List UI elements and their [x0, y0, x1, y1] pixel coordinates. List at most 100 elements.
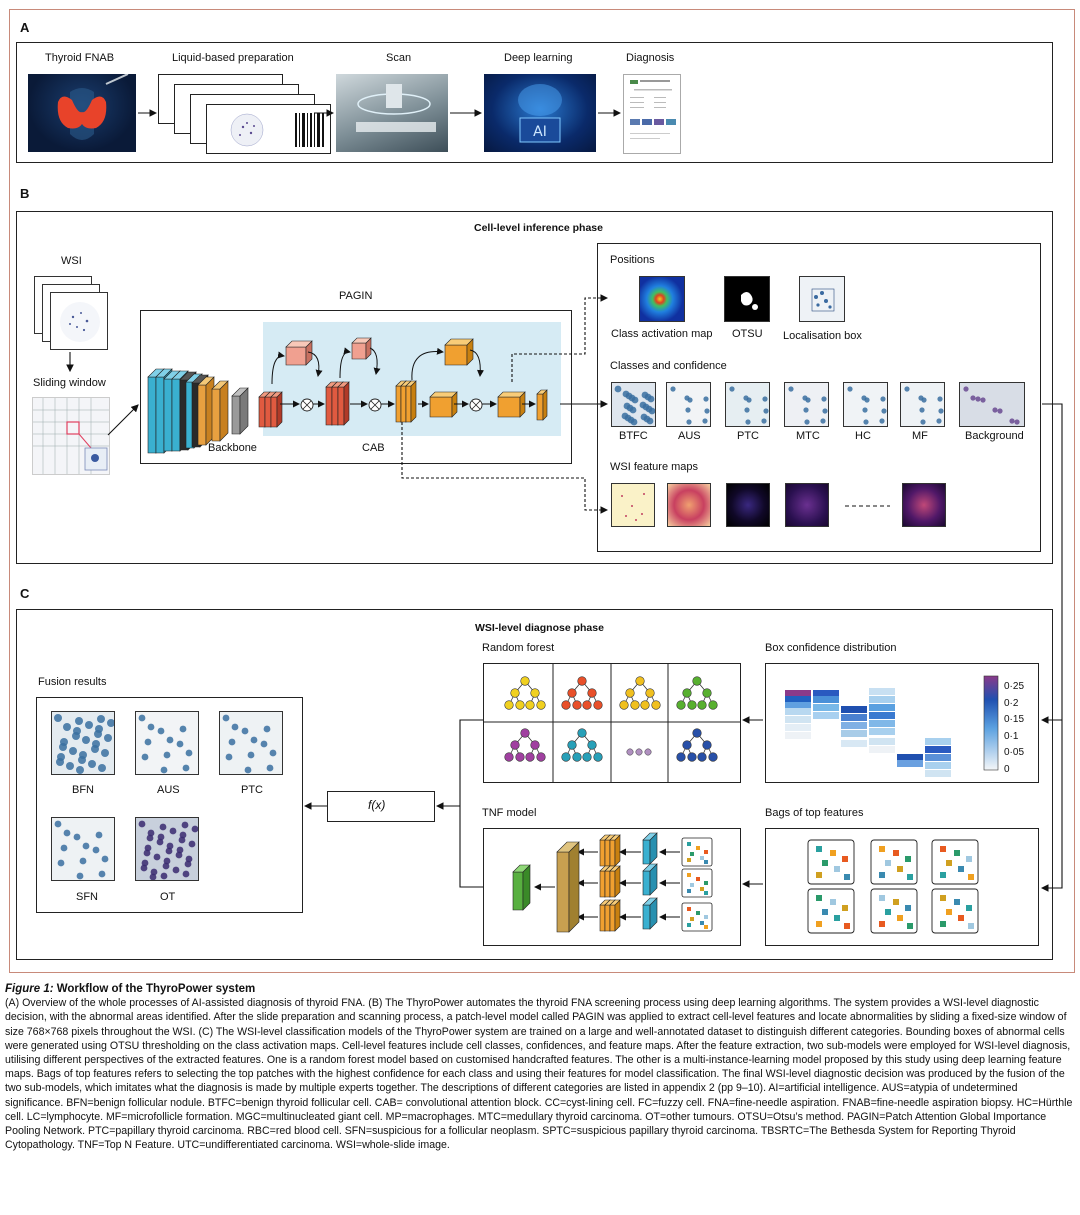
- conf-cell-27: [925, 746, 951, 753]
- class-tile-mf: [900, 382, 945, 427]
- tree-2-node-2: [645, 688, 655, 698]
- network-graphics: [147, 337, 999, 934]
- random-forest-label: Random forest: [482, 642, 555, 654]
- cab-red-block-1-2: [337, 381, 350, 426]
- bag-5-feat-2: [966, 905, 972, 911]
- feature-map-1: [611, 483, 655, 527]
- conf-cell-29: [925, 762, 951, 769]
- tnf-input-1-feat-2: [704, 881, 708, 885]
- bag-3-feat-3: [822, 909, 828, 915]
- tnf-input-2-feat-5: [687, 923, 691, 927]
- bag-5-feat-4: [958, 915, 964, 921]
- bag-1-feat-1: [893, 850, 899, 856]
- tree-4-node-2: [530, 740, 540, 750]
- colorbar-tick-3: 0·1: [1004, 730, 1019, 742]
- tnf-model-box: [483, 828, 741, 946]
- class-label-ptc: PTC: [737, 430, 759, 442]
- fusion-function-label: f(x): [368, 798, 386, 812]
- class-label-mf: MF: [912, 430, 928, 442]
- bag-5-feat-6: [968, 923, 974, 929]
- conf-cell-3: [785, 708, 811, 715]
- class-tile-btfc: [611, 382, 656, 427]
- fusion-label-sfn: SFN: [76, 891, 98, 903]
- tree-0-node-1: [510, 688, 520, 698]
- cab-curve-arrow-0: [271, 351, 285, 385]
- pagin-output: [536, 389, 548, 421]
- step-scan: Scan: [386, 52, 412, 64]
- diagram-overlay: [66, 109, 1063, 934]
- conf-cell-14: [841, 730, 867, 737]
- feature-map-4: [785, 483, 829, 527]
- class-label-aus: AUS: [678, 430, 701, 442]
- tree-1-node-2: [587, 688, 597, 698]
- cab-orange-out: [497, 391, 526, 418]
- tnf-orange-0-2: [609, 834, 621, 867]
- tree-3-node-5: [697, 700, 707, 710]
- bag-2-feat-5: [940, 872, 946, 878]
- tree-4-node-5: [525, 752, 535, 762]
- bag-0-feat-1: [830, 850, 836, 856]
- bag-2-feat-1: [954, 850, 960, 856]
- class-activation-map: [639, 276, 685, 322]
- colorbar-tick-5: 0: [1004, 764, 1010, 775]
- pagin-box: [140, 310, 572, 464]
- slide-front: [206, 104, 331, 154]
- bag-5-feat-5: [940, 921, 946, 927]
- panel-a-letter: A: [20, 20, 30, 35]
- caption-title-block: Figure 1: Workflow of the ThyroPower sys…: [5, 983, 255, 995]
- tnf-blue-2: [642, 897, 658, 930]
- conf-cell-2: [785, 702, 811, 709]
- cab-orange-mid: [429, 391, 458, 418]
- class-label-hc: HC: [855, 430, 871, 442]
- bag-4-feat-2: [905, 905, 911, 911]
- tnf-blue-0: [642, 832, 658, 865]
- tree-0-node-6: [536, 700, 546, 710]
- bag-2-feat-4: [958, 866, 964, 872]
- attention-red-2: [351, 337, 372, 360]
- rf-ellipsis-dot-0: [626, 748, 634, 756]
- conf-cell-26: [925, 738, 951, 745]
- position-item-cam: Class activation map: [611, 328, 713, 340]
- tnf-input-1-feat-3: [690, 883, 694, 887]
- box-confidence-box: [765, 663, 1039, 783]
- tree-2-node-4: [630, 700, 640, 710]
- backbone-label: Backbone: [208, 442, 257, 454]
- ai-chip-illustration: AI: [518, 84, 562, 143]
- tree-3-node-6: [708, 700, 718, 710]
- wsi-sample: [60, 302, 100, 342]
- fusion-label-aus: AUS: [157, 784, 180, 796]
- otsu-map: [724, 276, 770, 322]
- cab-curve-arrow-1: [307, 351, 323, 377]
- diagnosis-report: [623, 74, 681, 154]
- tree-6-node-3: [676, 752, 686, 762]
- bag-4-feat-1: [893, 899, 899, 905]
- box-confidence-label: Box confidence distribution: [765, 642, 897, 654]
- tree-3-node-1: [682, 688, 692, 698]
- tnf-input-1-feat-5: [687, 889, 691, 893]
- class-tile-mtc: [784, 382, 829, 427]
- random-forest-box: [483, 663, 741, 783]
- conf-cell-17: [869, 696, 895, 703]
- backbone-layer-8: [211, 380, 229, 442]
- panel-a-box: [16, 42, 1053, 163]
- bag-1-feat-2: [905, 856, 911, 862]
- tree-6-node-2: [702, 740, 712, 750]
- cab-orange-2: [405, 380, 417, 423]
- conf-cell-18: [869, 704, 895, 711]
- conf-cell-21: [869, 728, 895, 735]
- tnf-input-0-feat-0: [687, 842, 691, 846]
- conf-cell-4: [785, 716, 811, 723]
- tree-5-node-5: [582, 752, 592, 762]
- tnf-input-0-feat-5: [687, 858, 691, 862]
- panel-b-box: [16, 211, 1053, 564]
- tnf-input-1-feat-6: [704, 891, 708, 895]
- bag-4-feat-0: [879, 895, 885, 901]
- multiply-x-2: [471, 400, 481, 410]
- tnf-input-1-feat-4: [700, 887, 704, 891]
- bag-2-feat-6: [968, 874, 974, 880]
- bag-1-feat-6: [907, 874, 913, 880]
- colorbar-tick-1: 0·2: [1004, 697, 1019, 709]
- bag-3-feat-1: [830, 899, 836, 905]
- bag-3-feat-2: [842, 905, 848, 911]
- tree-1-node-1: [567, 688, 577, 698]
